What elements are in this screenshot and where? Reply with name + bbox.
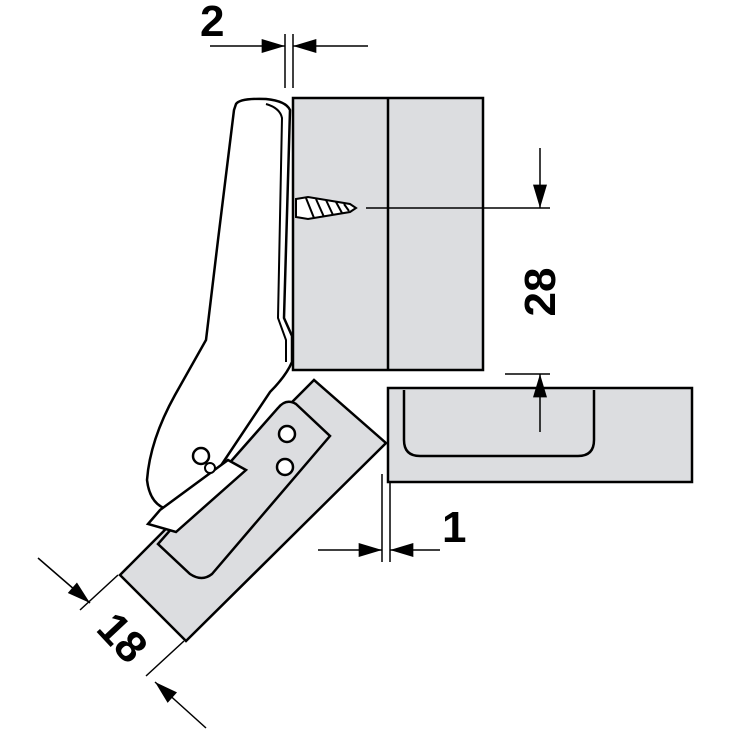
dimension-label-drill-depth: 28	[516, 268, 565, 317]
hinge-arm	[145, 97, 294, 534]
dimension-drill-depth: 28	[366, 148, 565, 432]
mounting-screw	[295, 195, 358, 221]
side-panel	[291, 96, 485, 372]
fixed-door-panel	[386, 386, 694, 484]
hinge-cup-recess	[402, 390, 596, 458]
dimension-gap-top: 2	[200, 0, 368, 88]
arm-pivot	[191, 446, 211, 466]
dimension-label-gap-bottom: 1	[442, 503, 466, 552]
dimension-gap-bottom: 1	[318, 474, 466, 562]
hinge-cup-outline	[156, 400, 332, 580]
arm-pivot	[204, 462, 216, 474]
cup-screw-hole	[277, 424, 297, 444]
cup-screw-hole	[275, 457, 295, 477]
dimension-label-panel-thickness: 18	[87, 603, 156, 672]
dimension-label-gap-top: 2	[200, 0, 224, 46]
